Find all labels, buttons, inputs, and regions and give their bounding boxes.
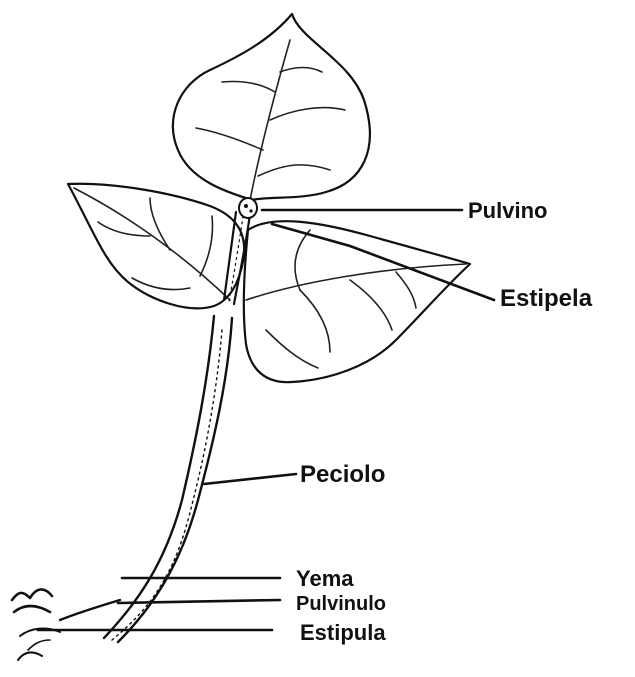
plant-base: [12, 589, 120, 660]
label-yema: Yema: [296, 566, 354, 591]
terminal-leaflet: [173, 14, 370, 200]
pulvinus-knot: [239, 198, 257, 218]
right-leaflet: [244, 221, 470, 382]
label-estipela: Estipela: [500, 285, 593, 312]
label-pulvinulo: Pulvinulo: [296, 593, 386, 615]
pulvinulo-pointer: [118, 600, 280, 603]
label-estipula: Estipula: [300, 620, 386, 645]
label-pulvino: Pulvino: [468, 198, 547, 223]
left-leaflet: [68, 184, 244, 309]
peciolo-pointer: [204, 474, 296, 484]
label-peciolo: Peciolo: [300, 461, 385, 488]
